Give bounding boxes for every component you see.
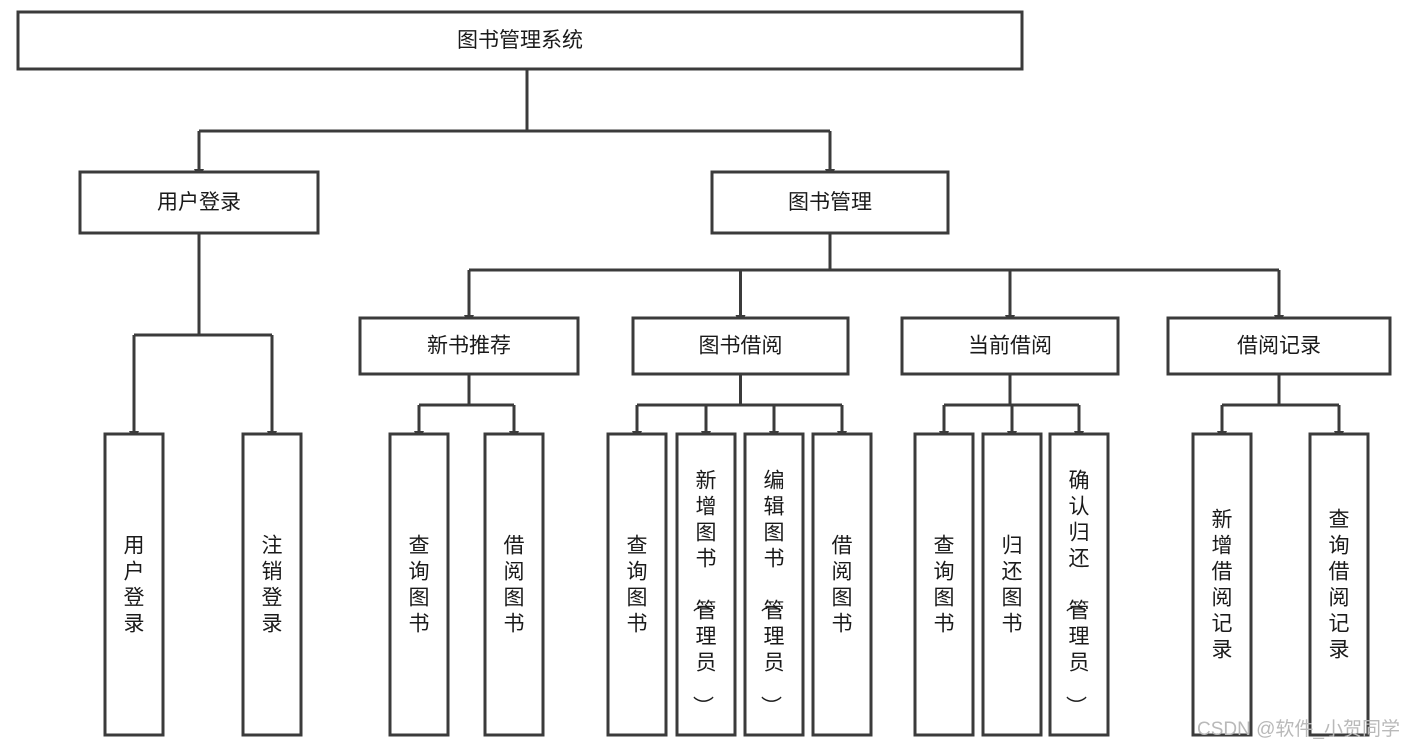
node-box-leaf-query-book-recommend[interactable] (388, 432, 450, 737)
node-new-book-recommend[interactable]: 新书推荐 (358, 316, 580, 376)
node-label-leaf-edit-book-admin: 编辑图书（管理员） (759, 470, 785, 717)
node-label-user-login: 用户登录 (157, 191, 241, 214)
node-leaf-edit-book-admin[interactable]: 编辑图书（管理员） (743, 432, 805, 737)
node-label-leaf-user-login: 用户登录 (124, 535, 145, 636)
node-box-leaf-user-logout[interactable] (241, 432, 303, 737)
node-label-leaf-user-logout: 注销登录 (262, 535, 283, 636)
node-layer: 图书管理系统用户登录图书管理新书推荐图书借阅当前借阅借阅记录用户登录注销登录查询… (16, 10, 1392, 737)
node-user-login[interactable]: 用户登录 (78, 170, 320, 235)
node-box-user-login[interactable] (78, 170, 320, 235)
node-box-leaf-query-borrow-record[interactable] (1308, 432, 1370, 737)
node-label-leaf-query-book-borrow: 查询图书 (627, 535, 648, 636)
node-label-current-borrow: 当前借阅 (968, 335, 1052, 358)
node-box-new-book-recommend[interactable] (358, 316, 580, 376)
node-root[interactable]: 图书管理系统 (16, 10, 1024, 71)
node-leaf-query-book-current[interactable]: 查询图书 (913, 432, 975, 737)
node-label-leaf-confirm-return-admin: 确认归还（管理员） (1064, 470, 1090, 717)
node-box-leaf-edit-book-admin[interactable] (743, 432, 805, 737)
node-leaf-query-borrow-record[interactable]: 查询借阅记录 (1308, 432, 1370, 737)
node-box-book-manage[interactable] (710, 170, 950, 235)
node-label-leaf-borrow-book-recommend: 借阅图书 (504, 535, 525, 636)
node-label-leaf-query-book-recommend: 查询图书 (409, 535, 430, 636)
node-label-root: 图书管理系统 (457, 29, 583, 52)
node-box-leaf-add-borrow-record[interactable] (1191, 432, 1253, 737)
node-box-leaf-query-book-current[interactable] (913, 432, 975, 737)
node-leaf-user-login[interactable]: 用户登录 (103, 432, 165, 737)
node-leaf-query-book-borrow[interactable]: 查询图书 (606, 432, 668, 737)
node-box-leaf-query-book-borrow[interactable] (606, 432, 668, 737)
watermark-label: CSDN @软件_小贺同学 (1197, 718, 1400, 740)
node-label-leaf-add-borrow-record: 新增借阅记录 (1212, 509, 1233, 662)
node-leaf-add-borrow-record[interactable]: 新增借阅记录 (1191, 432, 1253, 737)
node-leaf-add-book-admin[interactable]: 新增图书（管理员） (675, 432, 737, 737)
node-leaf-borrow-book[interactable]: 借阅图书 (811, 432, 873, 737)
node-book-borrow[interactable]: 图书借阅 (631, 316, 850, 376)
node-leaf-user-logout[interactable]: 注销登录 (241, 432, 303, 737)
node-label-book-manage: 图书管理 (788, 191, 872, 214)
node-label-borrow-record: 借阅记录 (1237, 335, 1321, 358)
node-label-leaf-return-book: 归还图书 (1002, 535, 1023, 636)
node-box-leaf-add-book-admin[interactable] (675, 432, 737, 737)
node-leaf-query-book-recommend[interactable]: 查询图书 (388, 432, 450, 737)
node-book-manage[interactable]: 图书管理 (710, 170, 950, 235)
node-box-current-borrow[interactable] (900, 316, 1120, 376)
node-label-leaf-borrow-book: 借阅图书 (832, 535, 853, 636)
node-box-root[interactable] (16, 10, 1024, 71)
node-label-leaf-query-book-current: 查询图书 (934, 535, 955, 636)
node-label-new-book-recommend: 新书推荐 (427, 335, 511, 358)
node-label-book-borrow: 图书借阅 (699, 335, 783, 358)
node-box-leaf-user-login[interactable] (103, 432, 165, 737)
node-box-leaf-confirm-return-admin[interactable] (1048, 432, 1110, 737)
node-label-leaf-query-borrow-record: 查询借阅记录 (1329, 509, 1350, 662)
node-current-borrow[interactable]: 当前借阅 (900, 316, 1120, 376)
node-box-leaf-return-book[interactable] (981, 432, 1043, 737)
node-leaf-borrow-book-recommend[interactable]: 借阅图书 (483, 432, 545, 737)
node-borrow-record[interactable]: 借阅记录 (1166, 316, 1392, 376)
node-box-book-borrow[interactable] (631, 316, 850, 376)
node-leaf-return-book[interactable]: 归还图书 (981, 432, 1043, 737)
node-label-leaf-add-book-admin: 新增图书（管理员） (691, 470, 717, 717)
node-leaf-confirm-return-admin[interactable]: 确认归还（管理员） (1048, 432, 1110, 737)
node-box-borrow-record[interactable] (1166, 316, 1392, 376)
node-box-leaf-borrow-book-recommend[interactable] (483, 432, 545, 737)
connector-layer (129, 69, 1344, 441)
node-box-leaf-borrow-book[interactable] (811, 432, 873, 737)
